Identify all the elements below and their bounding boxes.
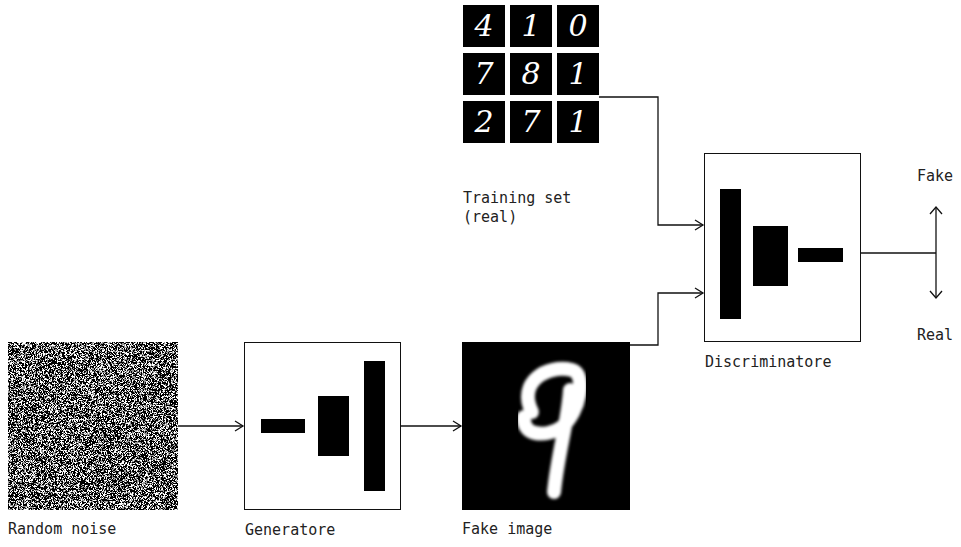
arrow-head (930, 207, 942, 214)
training-set-grid: Training set (real)410781271 (463, 5, 599, 143)
decision-line (935, 208, 936, 297)
discriminator-box: Discriminatore (704, 153, 861, 342)
generator-box: Generatore (244, 342, 401, 510)
flow-arrow (178, 425, 243, 426)
layer-bar (720, 189, 741, 319)
node-caption: Discriminatore (705, 353, 831, 372)
training-digit: 2 (463, 101, 505, 143)
training-digit: 7 (463, 53, 505, 95)
node-caption: Random noise (8, 520, 116, 539)
flow-arrow (599, 97, 703, 225)
training-digit: 0 (557, 5, 599, 47)
layer-bar (261, 419, 305, 433)
noise-texture (8, 342, 178, 510)
node-caption: Generatore (245, 521, 335, 540)
discriminator-icon (705, 154, 860, 341)
layer-bar (364, 361, 385, 491)
layer-bar (753, 226, 788, 286)
layer-bar (798, 248, 843, 262)
output-label: Real (917, 326, 953, 345)
node-caption: Fake image (462, 520, 552, 539)
flow-arrow (630, 293, 703, 345)
output-label: Fake (917, 167, 953, 186)
digit-drawing (462, 342, 630, 510)
training-digit: 1 (510, 5, 552, 47)
flow-arrow (401, 425, 461, 426)
arrow-head (930, 291, 942, 298)
node-caption: Training set (real) (463, 189, 583, 227)
generator-icon (245, 343, 400, 509)
noise-image: Random noise (8, 342, 178, 510)
training-digit: 1 (557, 101, 599, 143)
training-digit: 1 (557, 53, 599, 95)
digit-stroke (524, 369, 580, 492)
training-digit: 7 (510, 101, 552, 143)
layer-bar (318, 396, 349, 456)
fake-digit-image: Fake image (462, 342, 630, 510)
training-digit: 4 (463, 5, 505, 47)
training-digit: 8 (510, 53, 552, 95)
output-line (861, 252, 936, 253)
